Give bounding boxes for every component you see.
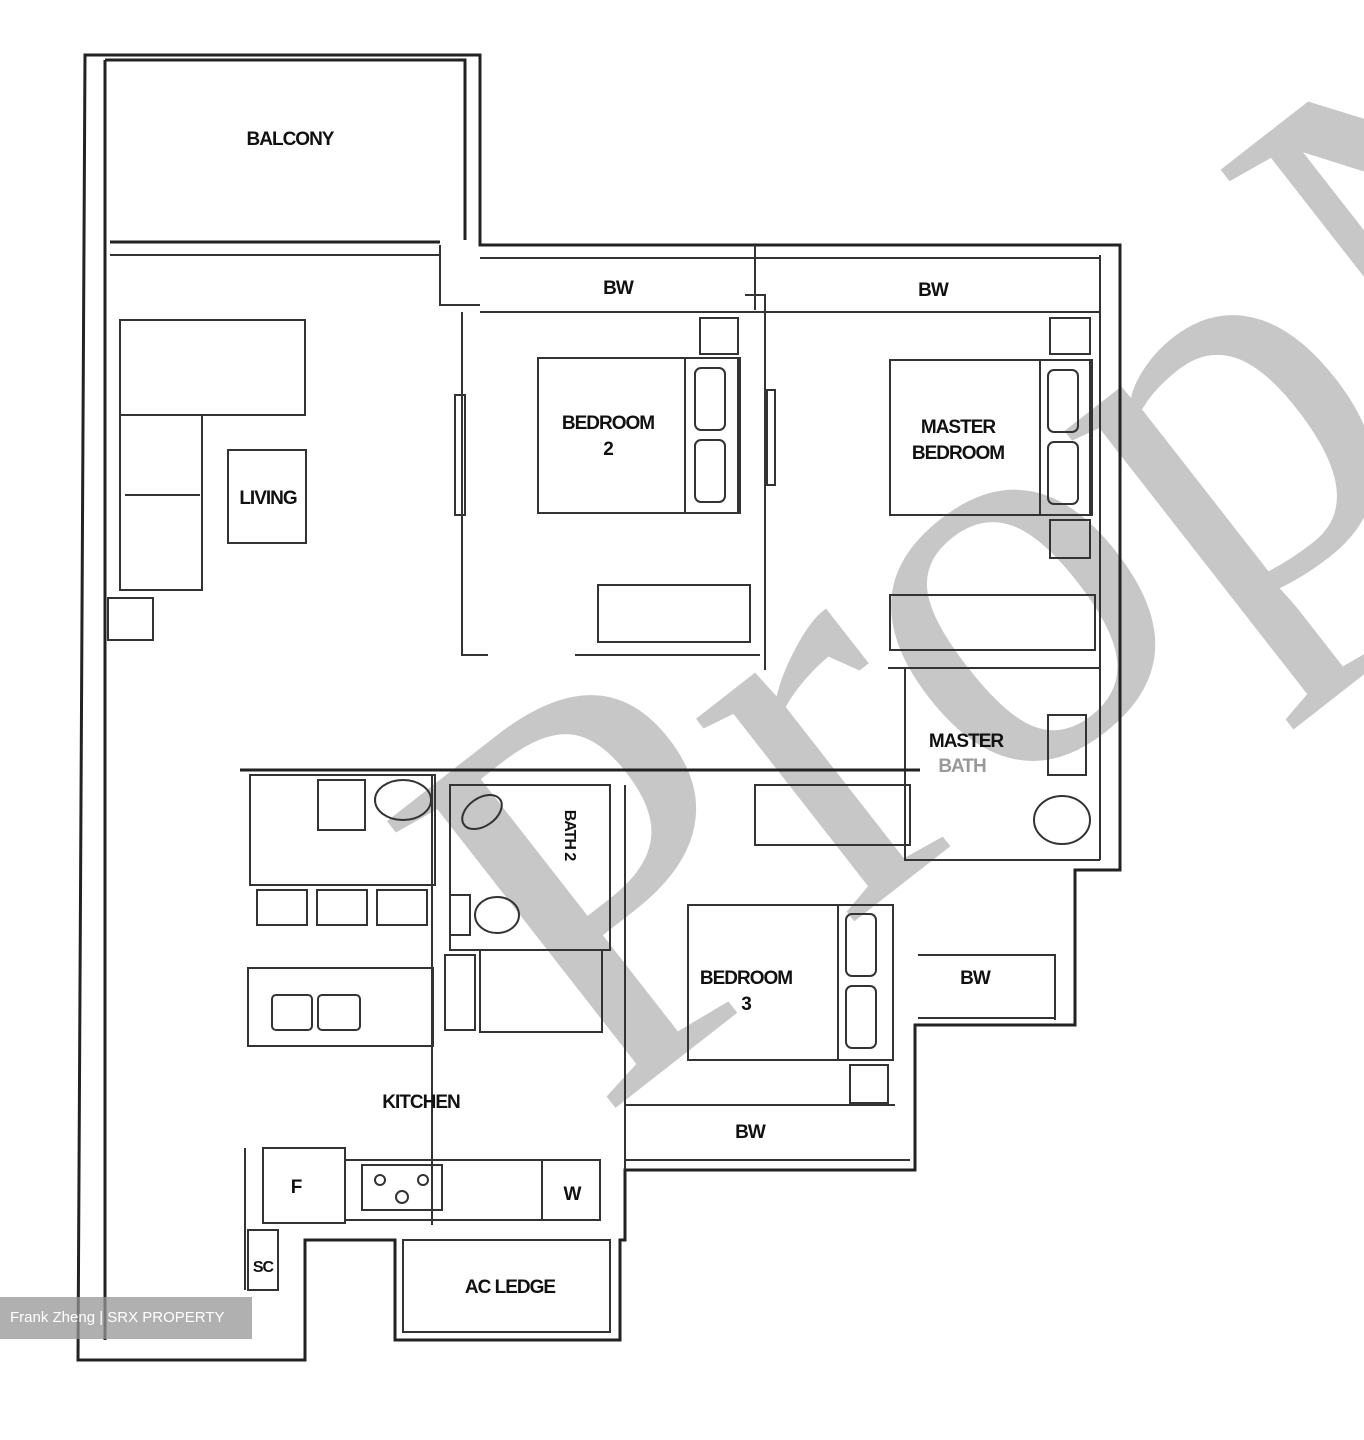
label-bedroom-3: BEDROOM [700,968,792,989]
label-balcony: BALCONY [247,129,335,150]
label-fridge: F [291,1177,302,1198]
label-bw: BW [603,278,634,299]
label-master-bath-2: BATH [938,756,986,777]
label-bw: BW [735,1122,766,1143]
label-master-bedroom-2: BEDROOM [912,443,1004,464]
svg-text:PropN: PropN [293,0,1364,1217]
label-bedroom-3-number: 3 [741,994,751,1015]
bedroom-2-furniture [537,317,776,656]
watermark: PropN [293,0,1364,1217]
room-labels: BALCONY LIVING BW BW BEDROOM 2 MASTER BE… [239,129,1005,1298]
label-master-bath: MASTER [929,731,1005,752]
label-kitchen: KITCHEN [382,1092,460,1113]
label-ac-ledge: AC LEDGE [465,1277,556,1298]
label-bath-2: BATH 2 [561,810,578,862]
service-area [240,768,920,1225]
living-sofa [107,312,488,656]
label-bedroom-2: BEDROOM [562,413,654,434]
label-living: LIVING [239,488,297,509]
label-bedroom-2-number: 2 [603,439,613,460]
label-master-bedroom: MASTER [921,417,997,438]
master-bedroom-furniture [888,317,1100,861]
credit-banner: Frank Zheng | SRX PROPERTY [0,1297,252,1339]
label-washer: W [564,1184,582,1205]
label-bw: BW [918,280,949,301]
kitchen-fixtures [244,967,611,1333]
bedroom-3-furniture [625,784,1056,1161]
label-bw: BW [960,968,991,989]
label-sc: SC [253,1259,275,1276]
